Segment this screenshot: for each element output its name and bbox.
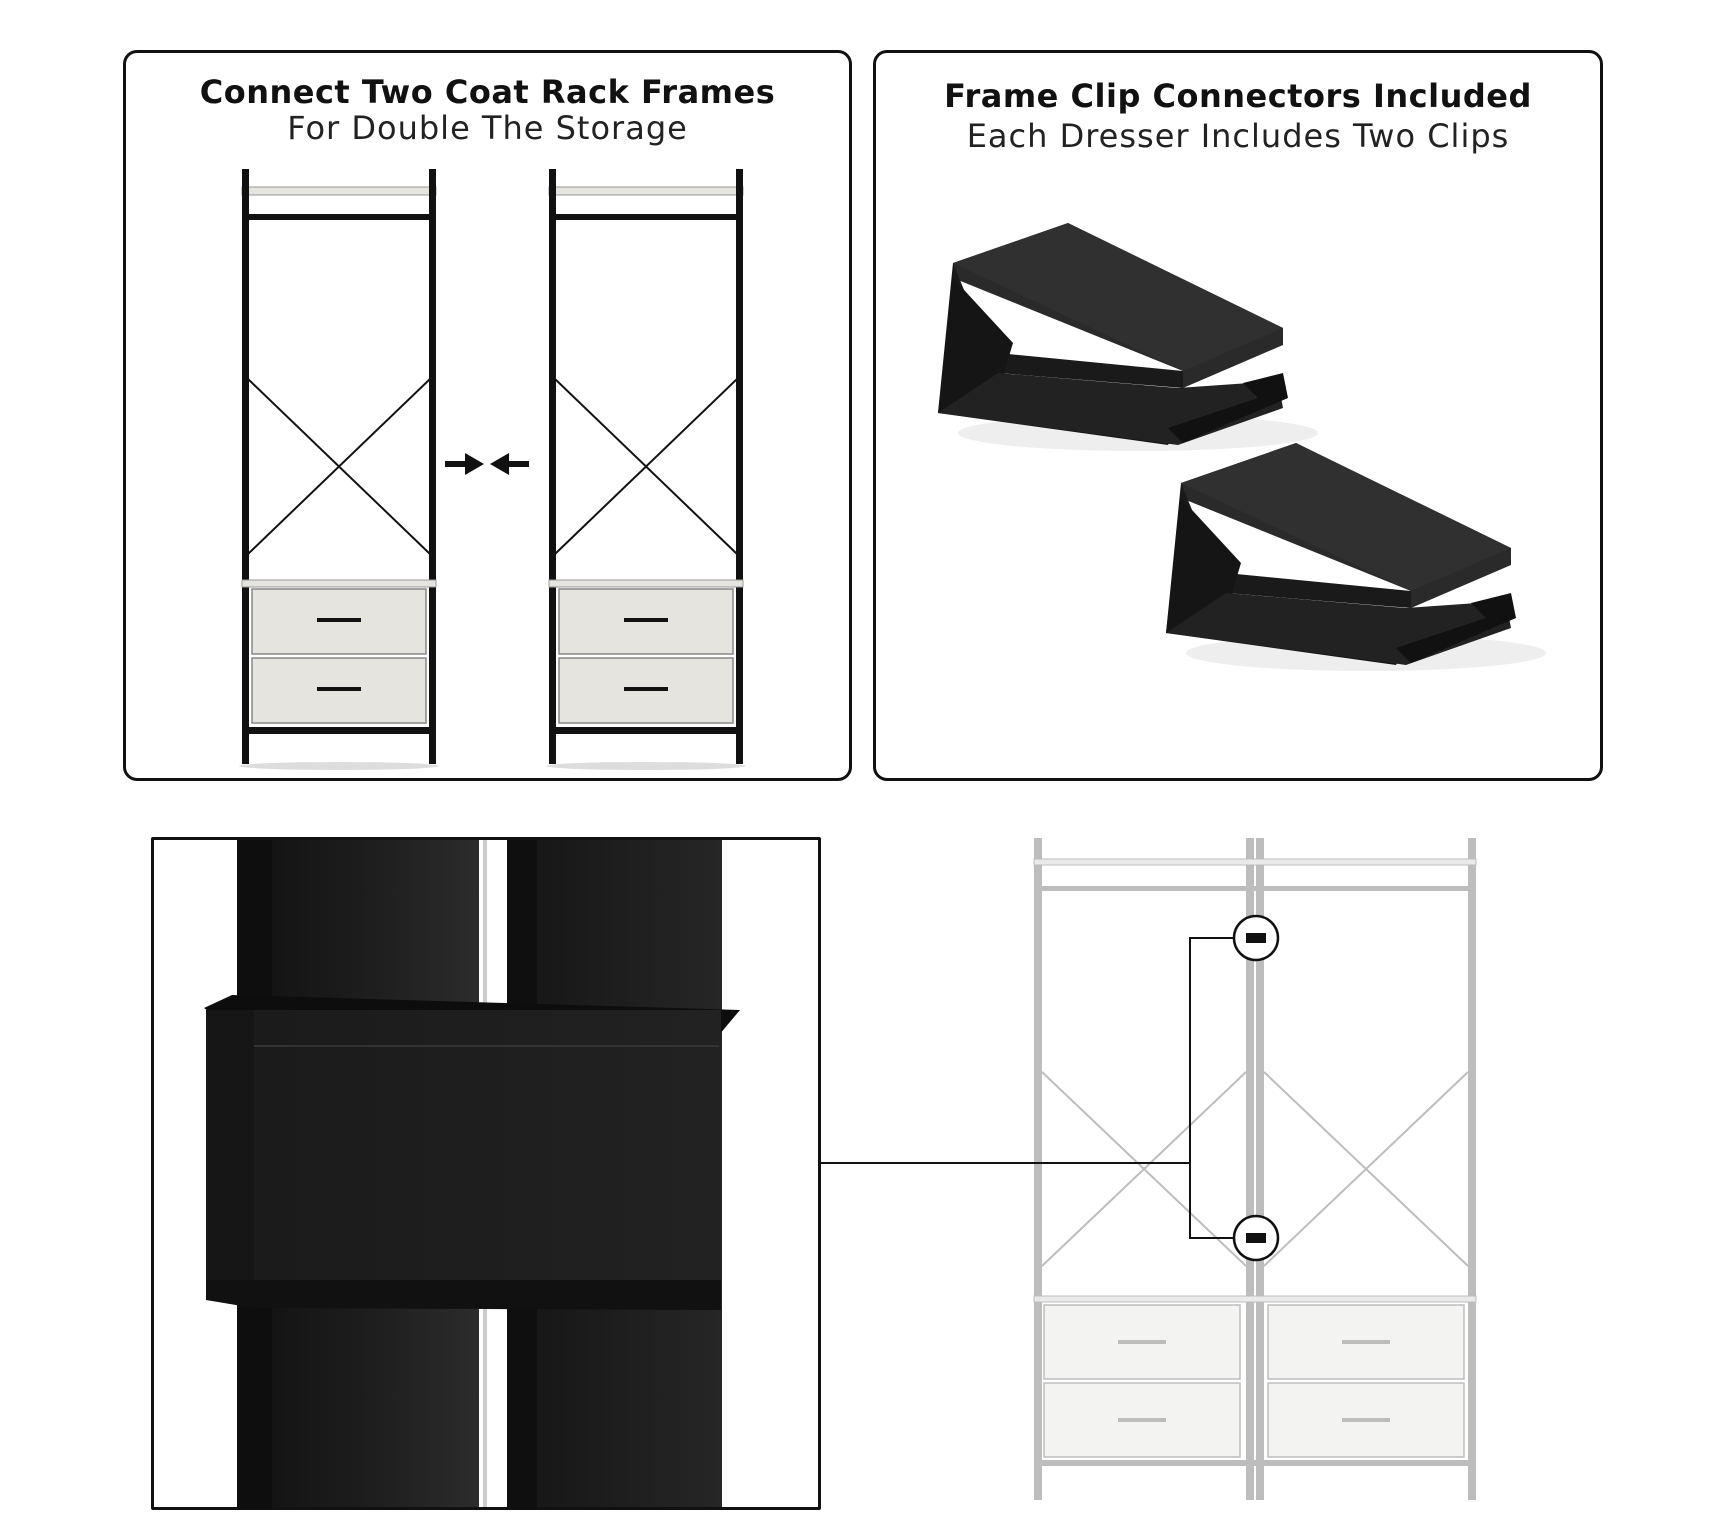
left-coat-rack-frame [238, 168, 440, 771]
ghost-double-frame [1033, 838, 1477, 1500]
clip-marker-icon [1232, 1214, 1280, 1262]
clip-closeup-panel [151, 837, 821, 1510]
clips-illustration [938, 223, 1546, 671]
frame-clip-1 [938, 223, 1318, 451]
connect-frames-panel: Connect Two Coat Rack Frames For Double … [123, 50, 852, 781]
frame-clip-closeup [206, 1010, 721, 1300]
callout-lines [821, 937, 1236, 1239]
two-frames-illustration [238, 168, 747, 771]
frame-clip-2 [1166, 443, 1546, 671]
connect-panel-title: Connect Two Coat Rack Frames [199, 73, 776, 111]
clips-panel-subtitle: Each Dresser Includes Two Clips [966, 117, 1510, 155]
clip-marker-icon [1232, 914, 1280, 962]
arrow-left-icon [490, 453, 529, 475]
arrow-right-icon [445, 453, 484, 475]
clips-panel-title: Frame Clip Connectors Included [944, 77, 1532, 115]
connect-panel-subtitle: For Double The Storage [287, 109, 688, 147]
clip-connectors-panel: Frame Clip Connectors Included Each Dres… [873, 50, 1603, 781]
right-coat-rack-frame [545, 168, 747, 771]
clip-closeup-illustration [204, 840, 740, 1507]
